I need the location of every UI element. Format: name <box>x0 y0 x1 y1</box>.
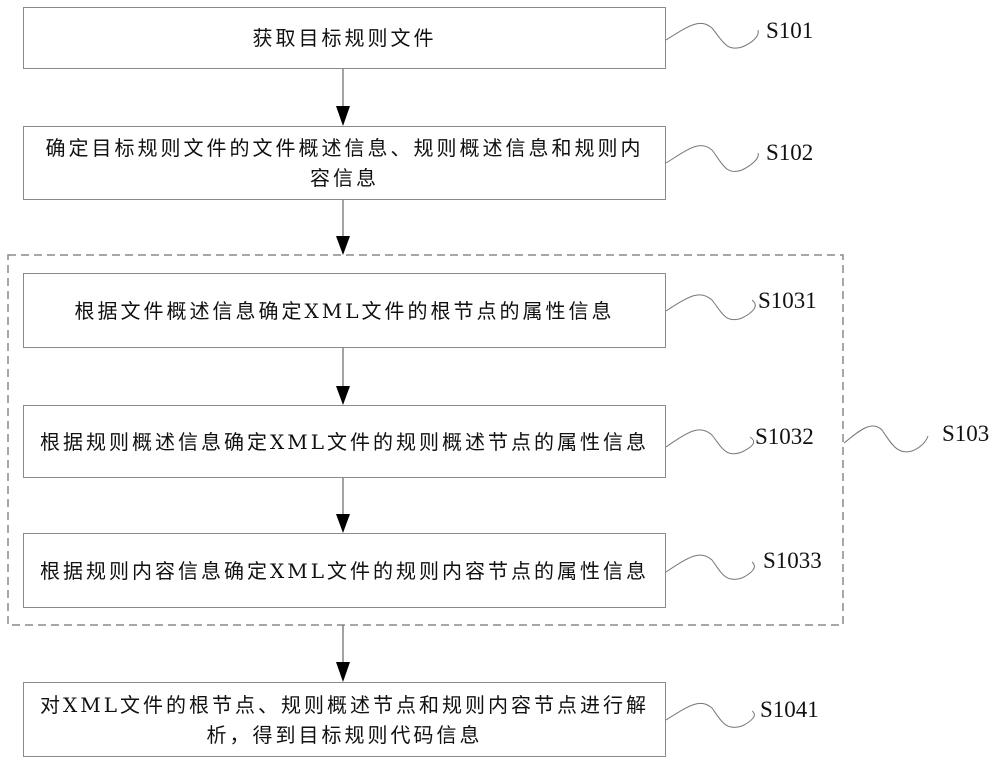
step-label-s1032: S1032 <box>755 424 814 449</box>
step-box-s1031: 根据文件概述信息确定XML文件的根节点的属性信息 <box>23 273 666 348</box>
group-label-s103: S103 <box>942 421 990 446</box>
step-text-s1041: 对XML文件的根节点、规则概述节点和规则内容节点进行解析，得到目标规则代码信息 <box>40 692 649 747</box>
step-text-s1031: 根据文件概述信息确定XML文件的根节点的属性信息 <box>74 298 615 323</box>
step-text-s1033: 根据规则内容信息确定XML文件的规则内容节点的属性信息 <box>40 558 649 583</box>
leader-s101 <box>665 22 759 49</box>
leader-s1032 <box>665 429 755 455</box>
step-text-s102: 确定目标规则文件的文件概述信息、规则概述信息和规则内容信息 <box>45 136 644 190</box>
step-box-s1033: 根据规则内容信息确定XML文件的规则内容节点的属性信息 <box>23 533 666 608</box>
step-label-s1033: S1033 <box>763 548 822 573</box>
arrow-s103-to-s1041 <box>336 625 350 682</box>
leader-s1033 <box>665 554 755 580</box>
arrow-s1032-to-s1033 <box>336 478 350 533</box>
step-text-s101: 获取目标规则文件 <box>252 26 437 50</box>
group-dashed-box-s103 <box>7 254 844 626</box>
leader-s103 <box>843 425 929 453</box>
leader-s1041 <box>665 702 755 728</box>
arrow-s102-to-s103 <box>336 200 350 255</box>
arrow-s101-to-s102 <box>336 69 350 126</box>
arrow-s1031-to-s1032 <box>336 348 350 405</box>
leader-s102 <box>665 145 759 172</box>
step-label-s102: S102 <box>766 140 814 165</box>
step-text-s1032: 根据规则概述信息确定XML文件的规则概述节点的属性信息 <box>40 429 649 454</box>
step-label-s1041: S1041 <box>760 697 819 722</box>
step-box-s1041: 对XML文件的根节点、规则概述节点和规则内容节点进行解析，得到目标规则代码信息 <box>23 682 666 757</box>
leader-s1031 <box>665 294 756 321</box>
step-label-s1031: S1031 <box>758 288 817 313</box>
step-box-s102: 确定目标规则文件的文件概述信息、规则概述信息和规则内容信息 <box>23 126 666 200</box>
step-box-s1032: 根据规则概述信息确定XML文件的规则概述节点的属性信息 <box>23 405 666 478</box>
step-label-s101: S101 <box>766 18 814 43</box>
step-box-s101: 获取目标规则文件 <box>23 7 666 69</box>
